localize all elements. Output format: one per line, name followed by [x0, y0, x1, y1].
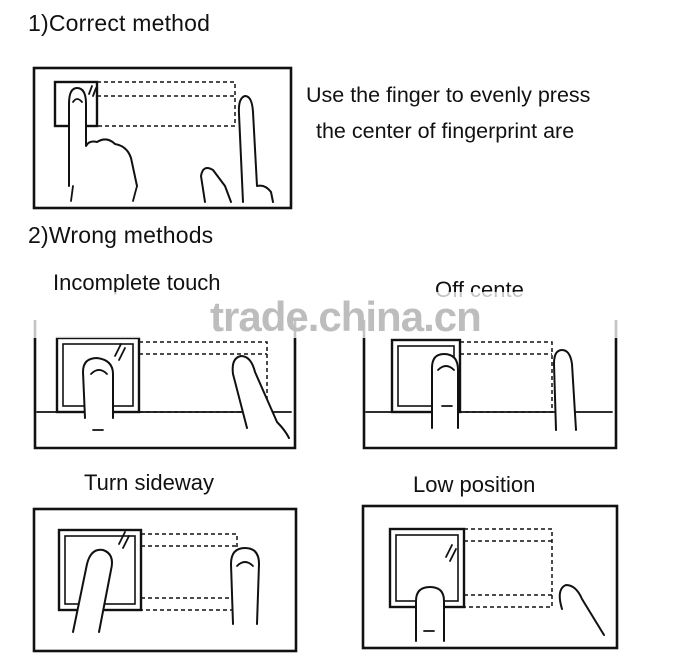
finger-correct: [68, 87, 138, 187]
watermark-text: trade.china.cn: [210, 293, 482, 340]
finger-reference: [237, 95, 274, 203]
finger-low-position: [415, 586, 445, 642]
turn-sideway-illustration: [32, 507, 298, 653]
off-center-illustration: [362, 320, 618, 450]
low-position-illustration: [361, 504, 619, 650]
watermark-band: [20, 292, 680, 338]
finger-off-center: [431, 353, 459, 429]
caption-low-position: Low position: [413, 472, 536, 497]
correct-method-heading: 1)Correct method: [28, 10, 211, 36]
caption-turn-sideway: Turn sideway: [84, 470, 215, 495]
finger-sideway: [72, 548, 113, 633]
instruction-line-2: the center of fingerprint are: [316, 119, 575, 143]
instruction-line-1: Use the finger to evenly press: [306, 83, 591, 107]
correct-method-illustration: [32, 66, 293, 210]
wrong-methods-heading: 2)Wrong methods: [28, 222, 214, 248]
finger-incomplete: [82, 357, 114, 419]
incomplete-touch-illustration: [33, 320, 297, 450]
caption-incomplete-touch: Incomplete touch: [53, 270, 221, 295]
